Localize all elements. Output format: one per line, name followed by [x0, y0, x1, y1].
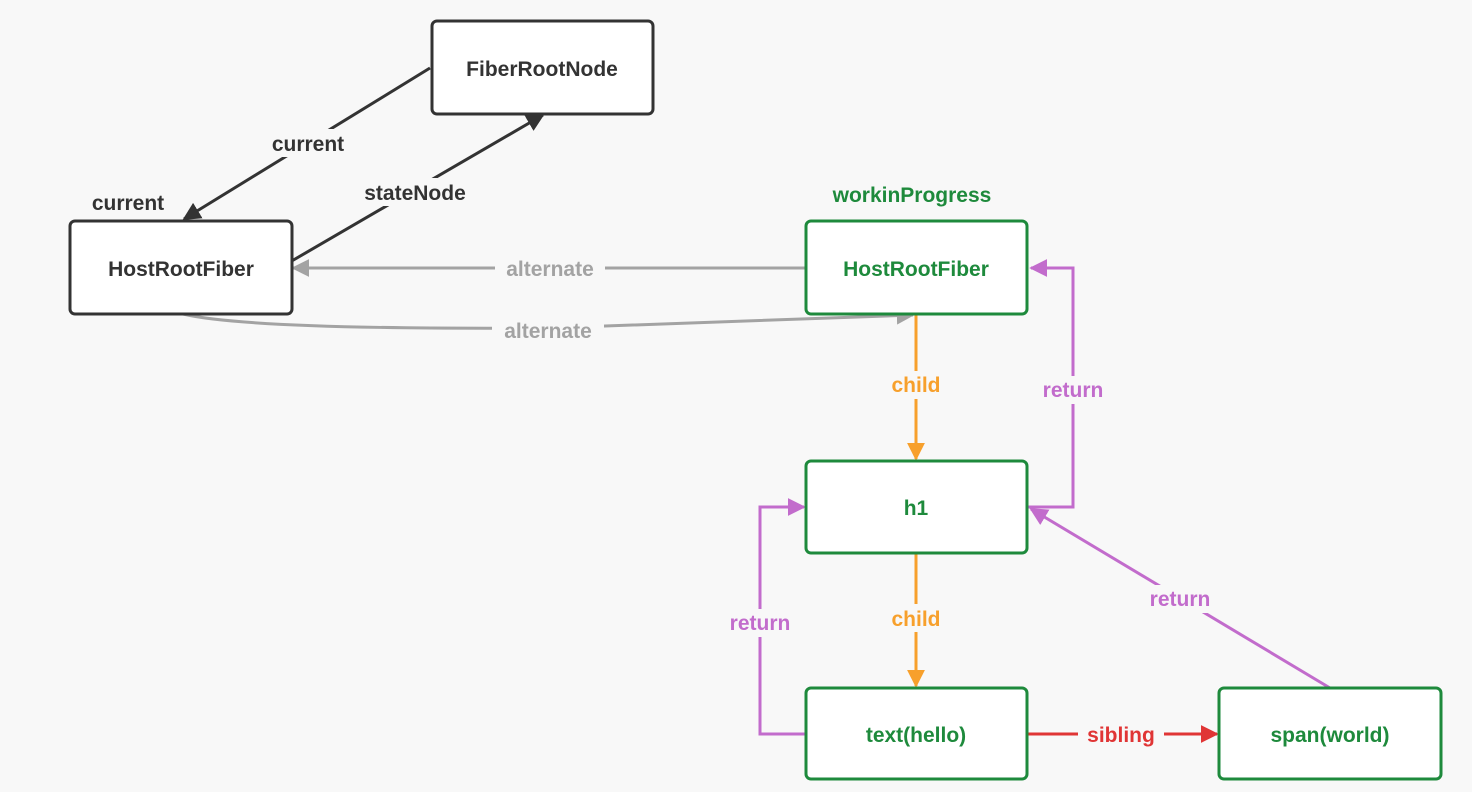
wip-host-root-fiber-node: HostRootFiber	[804, 219, 1029, 316]
svg-text:FiberRootNode: FiberRootNode	[466, 58, 618, 81]
text-hello-node: text(hello)	[804, 686, 1029, 781]
edge-label-current: current	[262, 129, 354, 157]
svg-text:return: return	[730, 612, 791, 635]
svg-text:alternate: alternate	[504, 320, 592, 343]
svg-text:span(world): span(world)	[1271, 724, 1390, 747]
svg-text:return: return	[1150, 588, 1211, 611]
edge-label-sibling: sibling	[1078, 721, 1164, 749]
edge-label-state-node: stateNode	[350, 178, 480, 206]
svg-text:stateNode: stateNode	[364, 182, 466, 205]
svg-text:HostRootFiber: HostRootFiber	[108, 258, 254, 281]
svg-text:alternate: alternate	[506, 258, 594, 281]
span-world-node: span(world)	[1217, 686, 1443, 781]
edge-label-return-3: return	[1139, 585, 1221, 613]
current-host-root-fiber-node: HostRootFiber	[68, 219, 294, 316]
edge-label-return-2: return	[719, 609, 801, 637]
current-tree-title: current	[92, 192, 164, 215]
svg-text:text(hello): text(hello)	[866, 724, 966, 747]
h1-node: h1	[804, 459, 1029, 555]
svg-text:HostRootFiber: HostRootFiber	[843, 258, 989, 281]
work-in-progress-tree-title: workinProgress	[832, 184, 992, 207]
edge-label-alternate-top: alternate	[495, 255, 605, 283]
svg-text:sibling: sibling	[1087, 724, 1155, 747]
svg-text:current: current	[272, 133, 344, 156]
svg-text:return: return	[1043, 379, 1104, 402]
svg-text:h1: h1	[904, 497, 929, 520]
svg-text:child: child	[891, 608, 940, 631]
edge-label-alternate-bottom: alternate	[492, 316, 604, 344]
edge-label-return-1: return	[1032, 376, 1114, 404]
edge-label-child-2: child	[884, 604, 948, 632]
edge-label-child-1: child	[884, 371, 948, 399]
svg-text:child: child	[891, 374, 940, 397]
fiber-root-node: FiberRootNode	[430, 19, 655, 116]
